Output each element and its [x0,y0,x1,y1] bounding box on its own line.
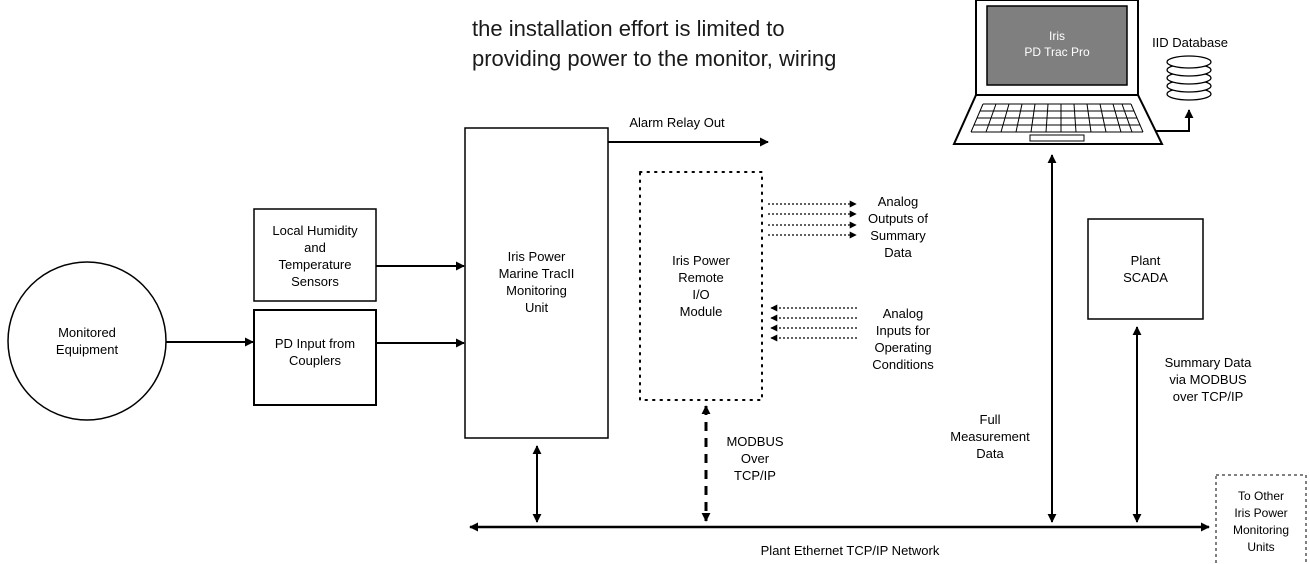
analog-outputs-label: Analog Outputs of Summary Data [868,194,928,260]
header-line-2: providing power to the monitor, wiring [472,46,837,71]
humidity-sensors-label: Local Humidity and Temperature Sensors [272,223,358,289]
plant-scada-label: Plant SCADA [1123,253,1168,285]
full-measurement-label: Full Measurement Data [950,412,1030,461]
plant-scada-box [1087,218,1204,320]
monitoring-unit-label: Iris Power Marine TracII Monitoring Unit [498,249,575,315]
laptop-screen-text: Iris PD Trac Pro [1024,29,1090,59]
database-label: IID Database [1152,35,1228,50]
database-icon [1166,55,1212,101]
summary-data-label: Summary Data via MODBUS over TCP/IP [1164,355,1252,404]
monitoring-unit-box [464,127,609,439]
remote-io-label: Iris Power Remote I/O Module [672,253,730,319]
modbus-label: MODBUS Over TCP/IP [726,434,784,483]
header-line-1: the installation effort is limited to [472,16,785,41]
other-units-label: To Other Iris Power Monitoring Units [1232,489,1290,554]
monitored-equipment-label: Monitored Equipment [55,325,119,357]
alarm-relay-label: Alarm Relay Out [629,115,725,130]
humidity-sensors-box [253,208,377,302]
analog-inputs-label: Analog Inputs for Operating Conditions [872,306,934,372]
pd-input-box [253,309,377,406]
other-units-box [1215,474,1307,564]
analog-output-arrows [768,200,857,239]
analog-input-arrows [770,304,857,342]
network-label: Plant Ethernet TCP/IP Network [760,543,940,558]
laptop-icon [952,0,1164,145]
remote-io-box [639,171,763,401]
pd-input-label: PD Input from Couplers [274,336,356,368]
